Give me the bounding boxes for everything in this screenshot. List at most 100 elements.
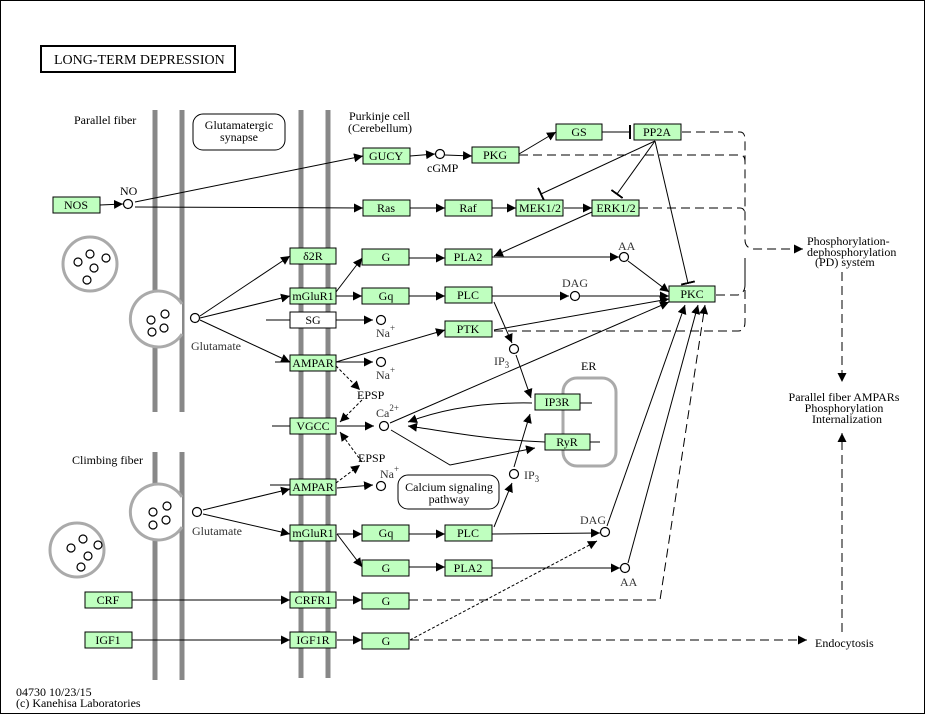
svg-text:PKG: PKG (483, 148, 507, 162)
svg-text:Raf: Raf (459, 201, 476, 215)
compound-na[interactable] (375, 480, 387, 492)
svg-text:G: G (382, 561, 391, 575)
compound-glutamate[interactable] (191, 506, 203, 518)
pd-system-label[interactable]: Phosphorylation- dephosphorylation (PD) … (807, 234, 896, 269)
map-id-date: 04730 10/23/15 (16, 685, 92, 699)
svg-text:Ras: Ras (377, 201, 395, 215)
svg-text:(PD) system: (PD) system (815, 255, 875, 269)
svg-text:SG: SG (305, 313, 321, 327)
compound-cgmp[interactable] (434, 148, 446, 160)
svg-text:AMPAR: AMPAR (292, 356, 334, 370)
no-label: NO (120, 184, 138, 198)
gene-pla2[interactable]: PLA2 (444, 559, 493, 577)
svg-text:NOS: NOS (64, 198, 88, 212)
gene-g[interactable]: G (361, 632, 410, 650)
compound-na[interactable] (375, 356, 387, 368)
svg-text:CRF: CRF (97, 593, 120, 607)
gene-g[interactable]: G (361, 559, 410, 577)
copyright: (c) Kanehisa Laboratories (16, 696, 141, 710)
pathway-label: pathway (429, 492, 470, 506)
gene-pkg[interactable]: PKG (471, 146, 520, 164)
svg-text:PLA2: PLA2 (454, 250, 483, 264)
gene-mek[interactable]: MEK1/2 (515, 199, 564, 217)
svg-text:G: G (382, 634, 391, 648)
gene-sg[interactable]: SG (289, 311, 337, 329)
svg-text:Parallel fiber AMPARs: Parallel fiber AMPARs (789, 390, 900, 404)
gene-gq[interactable]: Gq (361, 287, 410, 305)
epsp-label: EPSP (358, 451, 386, 465)
gene-ampar[interactable]: AMPAR (289, 478, 337, 496)
gene-ampar[interactable]: AMPAR (289, 354, 337, 372)
compound-aa[interactable] (618, 251, 630, 263)
gene-nos[interactable]: NOS (52, 196, 101, 214)
svg-text:mGluR1: mGluR1 (292, 289, 333, 303)
compound-ca[interactable] (378, 420, 390, 432)
gene-mglur1[interactable]: mGluR1 (289, 524, 337, 542)
gene-ryr[interactable]: RyR (544, 433, 591, 451)
svg-text:G: G (382, 250, 391, 264)
svg-text:PP2A: PP2A (643, 125, 671, 139)
svg-text:ERK1/2: ERK1/2 (596, 201, 635, 215)
calcium-signaling-link[interactable]: Calcium signaling pathway (397, 474, 500, 510)
epsp-label: EPSP (357, 388, 385, 402)
gene-gq[interactable]: Gq (361, 524, 410, 542)
gene-mglur1[interactable]: mGluR1 (289, 287, 337, 305)
gene-plc[interactable]: PLC (444, 524, 493, 542)
gene-g[interactable]: G (361, 248, 410, 266)
gene-erk[interactable]: ERK1/2 (591, 199, 640, 217)
gene-pp2a[interactable]: PP2A (633, 123, 682, 141)
svg-text:GUCY: GUCY (369, 149, 403, 163)
region-label-purkinje: Purkinje cell (349, 109, 411, 123)
compound-na[interactable] (375, 314, 387, 326)
endocytosis-label[interactable]: Endocytosis (815, 636, 874, 650)
ip3-label: IP3 (524, 468, 540, 484)
compound-ip3[interactable] (508, 343, 520, 355)
aa-label: AA (618, 239, 636, 253)
svg-text:MEK1/2: MEK1/2 (519, 201, 561, 215)
compound-no[interactable] (122, 198, 134, 210)
ampar-internalization-label[interactable]: Parallel fiber AMPARs Phosphorylation In… (789, 390, 900, 426)
compound-ip3[interactable] (508, 468, 520, 480)
er-compartment (561, 376, 618, 468)
svg-text:RyR: RyR (556, 435, 578, 449)
gene-vgcc[interactable]: VGCC (289, 417, 337, 435)
gene-crf[interactable]: CRF (84, 591, 133, 609)
svg-text:Internalization: Internalization (812, 412, 882, 426)
gene-pkc[interactable]: PKC (668, 285, 716, 303)
gene-raf[interactable]: Raf (444, 199, 493, 217)
compound-aa[interactable] (619, 562, 631, 574)
compound-dag[interactable] (599, 526, 611, 538)
region-label-cerebellum: (Cerebellum) (348, 121, 412, 135)
compound-glutamate[interactable] (189, 312, 201, 324)
gene-pla2[interactable]: PLA2 (444, 248, 493, 266)
dag-label: DAG (562, 276, 588, 290)
svg-text:GS: GS (571, 125, 586, 139)
calcium-label: Calcium signaling (405, 480, 493, 494)
gene-g[interactable]: G (361, 592, 410, 610)
dashed-edges (335, 131, 847, 645)
region-label-climbing-fiber: Climbing fiber (72, 453, 143, 467)
ip3-label: IP3 (494, 354, 510, 370)
gene-gs[interactable]: GS (555, 123, 603, 141)
presynaptic-terminal (128, 482, 184, 542)
svg-text:Gq: Gq (379, 526, 394, 540)
svg-text:VGCC: VGCC (296, 419, 329, 433)
gene-d2r[interactable]: δ2R (289, 247, 337, 265)
gene-igf1[interactable]: IGF1 (84, 631, 133, 649)
glutamatergic-synapse-link[interactable]: Glutamatergic synapse (192, 113, 286, 151)
gene-ip3r[interactable]: IP3R (534, 393, 581, 411)
gene-igf1r[interactable]: IGF1R (289, 631, 337, 649)
na-label: Na+ (376, 323, 395, 340)
page-title: LONG-TERM DEPRESSION (54, 53, 225, 68)
gene-gucy[interactable]: GUCY (362, 147, 411, 165)
gene-plc[interactable]: PLC (444, 286, 493, 304)
svg-text:PKC: PKC (680, 287, 703, 301)
er-label: ER (581, 359, 596, 373)
svg-text:IGF1: IGF1 (95, 633, 120, 647)
gene-ptk[interactable]: PTK (444, 320, 493, 338)
compound-dag[interactable] (569, 290, 581, 302)
gene-crfr1[interactable]: CRFR1 (289, 591, 337, 609)
gene-ras[interactable]: Ras (362, 199, 411, 217)
dag-label: DAG (580, 513, 606, 527)
svg-text:PLC: PLC (457, 288, 479, 302)
